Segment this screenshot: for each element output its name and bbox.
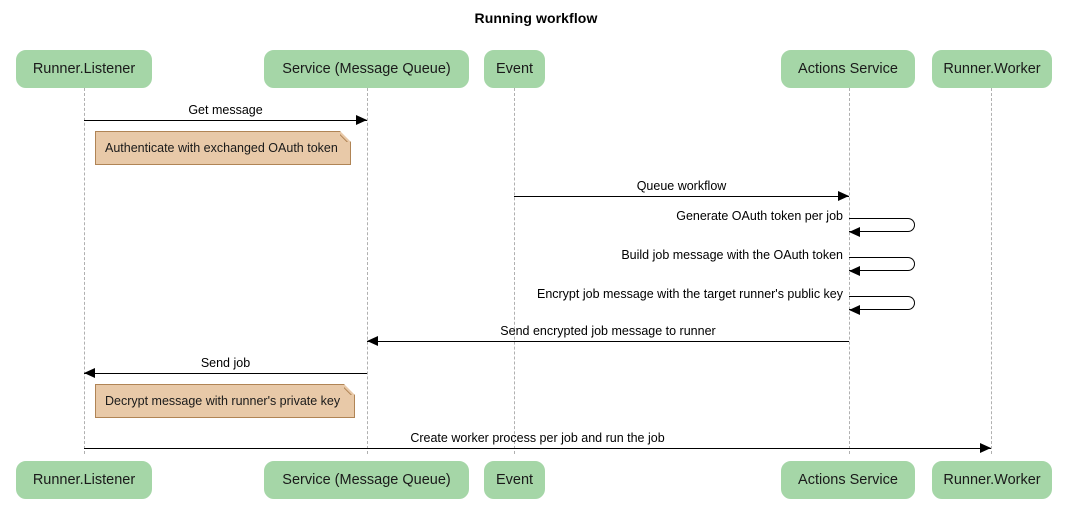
self-message-label-generate-oauth-token-per-job: Generate OAuth token per job <box>676 209 843 223</box>
participant-bottom-runner-listener[interactable]: Runner.Listener <box>16 461 152 499</box>
message-label-create-worker-process-per-job-and-run-the-job: Create worker process per job and run th… <box>410 431 665 445</box>
message-line-send-encrypted-job-message-to-runner <box>367 341 849 342</box>
participant-top-runner-listener[interactable]: Runner.Listener <box>16 50 152 88</box>
message-line-get-message <box>84 120 367 121</box>
self-loop-generate-oauth-token-per-job <box>849 218 915 232</box>
participant-top-actions-service[interactable]: Actions Service <box>781 50 915 88</box>
participant-top-runner-worker[interactable]: Runner.Worker <box>932 50 1052 88</box>
note-authenticate-with-exchanged-oauth-token: Authenticate with exchanged OAuth token <box>95 131 351 165</box>
note-fold-edge <box>340 131 351 142</box>
message-line-queue-workflow <box>514 196 849 197</box>
lifeline-service-message-queue <box>367 88 368 454</box>
participant-bottom-runner-worker[interactable]: Runner.Worker <box>932 461 1052 499</box>
self-arrow-head-generate-oauth-token-per-job <box>849 227 860 237</box>
message-label-queue-workflow: Queue workflow <box>636 179 727 193</box>
lifeline-event <box>514 88 515 454</box>
message-line-create-worker-process-per-job-and-run-the-job <box>84 448 991 449</box>
arrow-head-send-job <box>84 368 95 378</box>
arrow-head-create-worker-process-per-job-and-run-the-job <box>980 443 991 453</box>
message-label-get-message: Get message <box>188 103 263 117</box>
self-loop-build-job-message-with-the-oauth-token <box>849 257 915 271</box>
arrow-head-queue-workflow <box>838 191 849 201</box>
note-decrypt-message-with-runner-s-private-key: Decrypt message with runner's private ke… <box>95 384 355 418</box>
self-arrow-head-encrypt-job-message-with-the-target-runner-s-public-key <box>849 305 860 315</box>
message-line-send-job <box>84 373 367 374</box>
self-message-label-encrypt-job-message-with-the-target-runner-s-public-key: Encrypt job message with the target runn… <box>536 287 843 301</box>
participant-bottom-event[interactable]: Event <box>484 461 545 499</box>
self-arrow-head-build-job-message-with-the-oauth-token <box>849 266 860 276</box>
participant-bottom-service-message-queue[interactable]: Service (Message Queue) <box>264 461 469 499</box>
message-label-send-encrypted-job-message-to-runner: Send encrypted job message to runner <box>500 324 716 338</box>
participant-top-event[interactable]: Event <box>484 50 545 88</box>
lifeline-runner-listener <box>84 88 85 454</box>
arrow-head-send-encrypted-job-message-to-runner <box>367 336 378 346</box>
lifeline-runner-worker <box>991 88 992 454</box>
participant-top-service-message-queue[interactable]: Service (Message Queue) <box>264 50 469 88</box>
self-message-label-build-job-message-with-the-oauth-token: Build job message with the OAuth token <box>621 248 843 262</box>
participant-bottom-actions-service[interactable]: Actions Service <box>781 461 915 499</box>
page-title: Running workflow <box>474 10 598 26</box>
note-fold-edge <box>344 384 355 395</box>
self-loop-encrypt-job-message-with-the-target-runner-s-public-key <box>849 296 915 310</box>
message-label-send-job: Send job <box>200 356 251 370</box>
arrow-head-get-message <box>356 115 367 125</box>
